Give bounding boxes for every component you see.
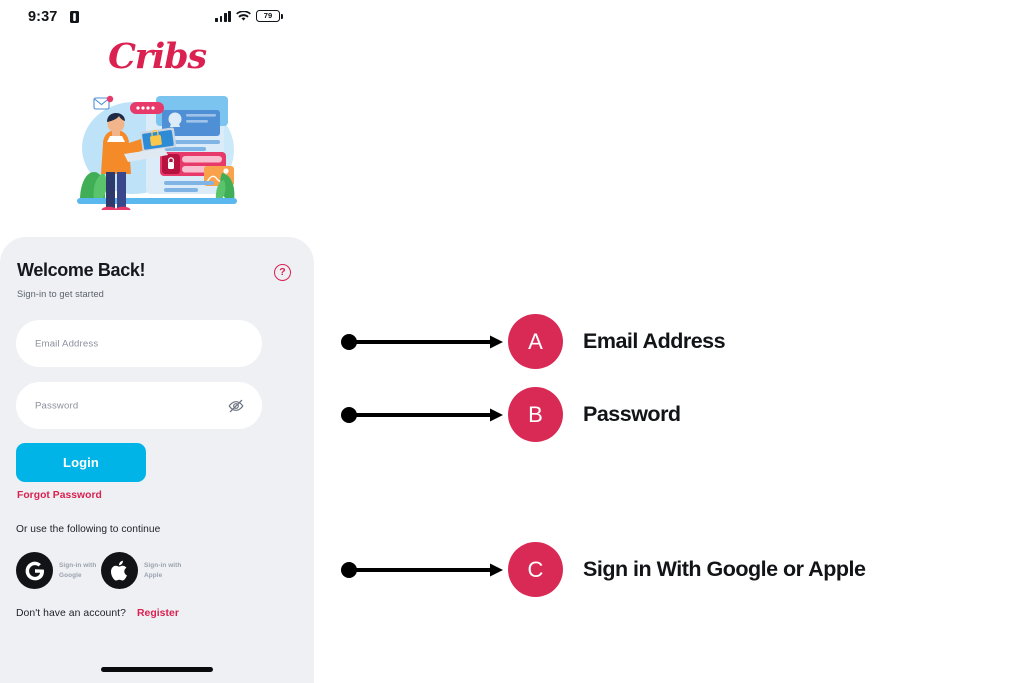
wifi-icon	[236, 10, 251, 21]
arrow-icon	[341, 333, 503, 350]
battery-indicator: 79	[256, 10, 283, 22]
google-icon	[16, 552, 53, 589]
sign-in-with-google-button[interactable]: Sign-in with Google	[16, 552, 96, 589]
home-indicator	[101, 667, 213, 672]
page-title: Welcome Back!	[17, 260, 146, 280]
google-button-label: Sign-in with Google	[59, 562, 97, 579]
social-divider-label: Or use the following to continue	[16, 524, 161, 535]
cellular-signal-icon	[215, 10, 231, 22]
sign-in-with-apple-button[interactable]: Sign-in with Apple	[101, 552, 181, 589]
password-field-placeholder: Password	[35, 400, 79, 411]
callout-a: A Email Address	[340, 314, 726, 369]
register-prompt: Don't have an account? Register	[16, 608, 179, 619]
password-field[interactable]: Password	[16, 382, 262, 429]
arrow-icon	[341, 561, 503, 578]
forgot-password-link[interactable]: Forgot Password	[17, 490, 102, 501]
arrow-icon	[341, 406, 503, 423]
email-field-placeholder: Email Address	[35, 338, 99, 349]
status-bar-indicators: 79	[215, 10, 283, 22]
callout-label-b: Password	[583, 401, 681, 426]
email-field[interactable]: Email Address	[16, 320, 262, 367]
status-bar-time: 9:37	[28, 9, 58, 25]
callout-badge-c: C	[508, 542, 563, 597]
phone-mockup: 9:37 79 Cribs	[0, 0, 314, 683]
callout-label-a: Email Address	[583, 328, 726, 353]
callout-badge-a: A	[508, 314, 563, 369]
callout-b: B Password	[340, 387, 681, 442]
apple-button-label: Sign-in with Apple	[144, 562, 182, 579]
eye-off-icon[interactable]	[227, 397, 245, 415]
login-button[interactable]: Login	[16, 443, 146, 482]
lock-portrait-icon	[70, 11, 79, 23]
secure-login-illustration	[77, 95, 237, 210]
callout-label-c: Sign in With Google or Apple	[583, 556, 866, 581]
register-prompt-text: Don't have an account?	[16, 608, 126, 619]
page-subtitle: Sign-in to get started	[17, 289, 104, 299]
register-link[interactable]: Register	[136, 608, 179, 619]
callout-badge-b: B	[508, 387, 563, 442]
status-bar: 9:37 79	[0, 0, 314, 34]
login-card: Welcome Back! Sign-in to get started ? E…	[0, 237, 314, 683]
apple-icon	[101, 552, 138, 589]
callout-c: C Sign in With Google or Apple	[340, 542, 866, 597]
app-logo-cribs: Cribs	[108, 36, 207, 77]
question-mark-circle-icon[interactable]: ?	[274, 264, 291, 281]
